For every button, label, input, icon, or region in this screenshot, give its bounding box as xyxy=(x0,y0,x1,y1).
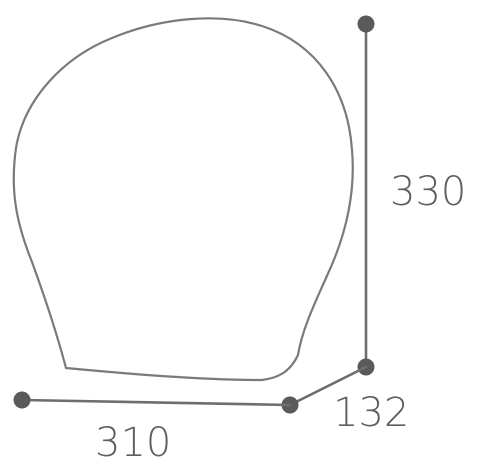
depth-dimension-label: 132 xyxy=(333,390,409,436)
height-dimension-label: 330 xyxy=(390,169,466,215)
width-dimension-line xyxy=(20,398,292,407)
width-left-endpoint xyxy=(13,391,31,409)
seat-outline-shape xyxy=(12,17,354,382)
height-top-endpoint xyxy=(357,15,375,33)
width-dimension-label: 310 xyxy=(95,420,171,461)
depth-dimension-line xyxy=(288,365,368,407)
